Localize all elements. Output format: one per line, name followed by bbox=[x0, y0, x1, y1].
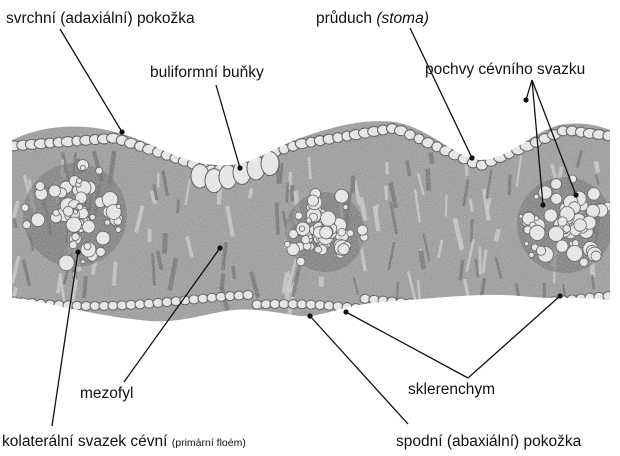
label-lower-epidermis: spodní (abaxiální) pokožka bbox=[396, 434, 581, 450]
leader-dot bbox=[523, 97, 528, 102]
label-mesophyll: mezofyl bbox=[80, 386, 133, 402]
leader-sheath-3 bbox=[532, 80, 576, 195]
leader-dot bbox=[75, 249, 80, 254]
leader-dot bbox=[217, 245, 222, 250]
leader-sheath-1 bbox=[526, 80, 532, 100]
label-bundle-sheath: pochvy cévního svazku bbox=[425, 62, 585, 78]
leader-upper-epidermis bbox=[60, 29, 122, 132]
leader-lower-epidermis bbox=[310, 316, 408, 424]
label-stoma: průduch (stoma) bbox=[316, 11, 429, 27]
leader-dot bbox=[237, 165, 242, 170]
label-collateral-bundle: kolaterální svazek cévní (primární floém… bbox=[2, 434, 246, 450]
leader-dot bbox=[540, 202, 545, 207]
leader-mesophyll bbox=[124, 248, 220, 382]
leader-stoma bbox=[410, 28, 472, 158]
leader-bulliform bbox=[216, 85, 240, 168]
label-upper-epidermis: svrchní (adaxiální) pokožka bbox=[6, 11, 195, 27]
label-bulliform-cells: buliformní buňky bbox=[150, 65, 264, 81]
leader-dot bbox=[307, 313, 312, 318]
label-stoma-latin: (stoma) bbox=[376, 10, 429, 27]
leader-dot bbox=[573, 192, 578, 197]
leader-sclero-1 bbox=[346, 312, 468, 378]
label-collateral-bundle-note: (primární floém) bbox=[172, 437, 246, 449]
leader-dot bbox=[343, 309, 348, 314]
label-stoma-text: průduch bbox=[316, 10, 372, 27]
leader-sheath-2 bbox=[532, 80, 543, 205]
label-sclerenchyma: sklerenchym bbox=[408, 382, 495, 398]
leader-dot bbox=[469, 155, 474, 160]
leader-sclero-2 bbox=[468, 296, 560, 378]
leader-dot bbox=[119, 129, 124, 134]
leader-collateral bbox=[52, 252, 78, 426]
label-collateral-bundle-text: kolaterální svazek cévní bbox=[2, 433, 167, 450]
leader-dot bbox=[557, 293, 562, 298]
